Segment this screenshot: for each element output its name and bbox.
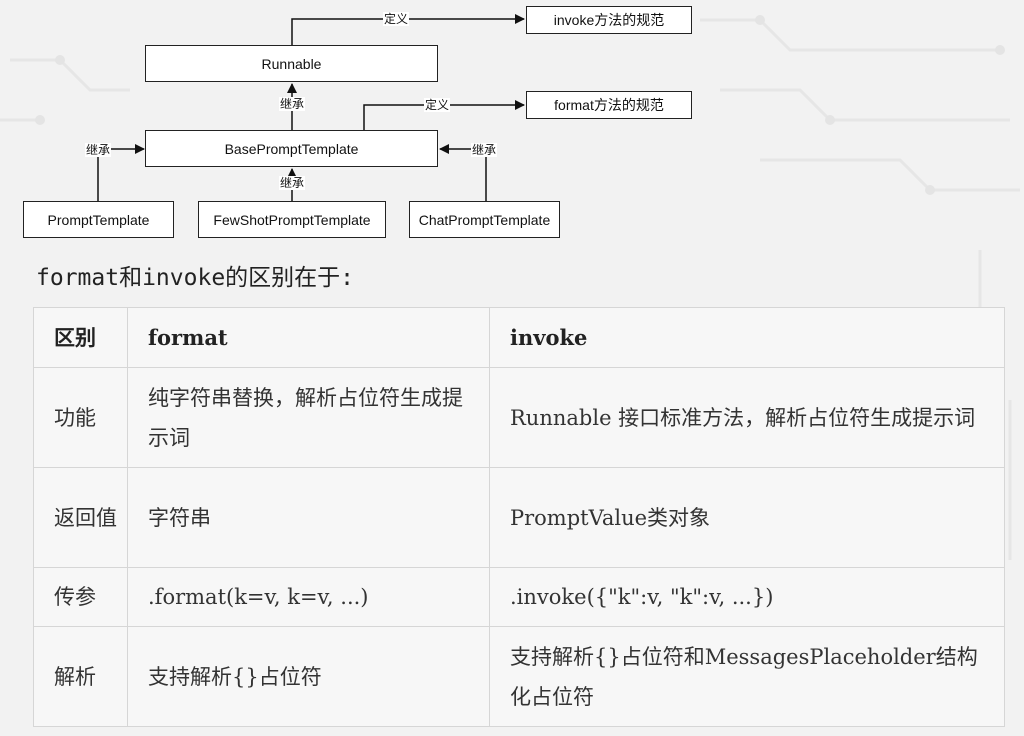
format-cell: 字符串 bbox=[127, 467, 490, 568]
edge-label-inherit-fewshot: 继承 bbox=[278, 176, 306, 190]
table-row: 功能 纯字符串替换，解析占位符生成提示词 Runnable 接口标准方法，解析占… bbox=[33, 367, 1005, 468]
node-prompt-template: PromptTemplate bbox=[23, 201, 174, 238]
row-name-cell: 解析 bbox=[33, 626, 128, 727]
table-row: 返回值 字符串 PromptValue类对象 bbox=[33, 467, 1005, 568]
edge-label-inherit-chat: 继承 bbox=[470, 143, 498, 157]
table-row: 解析 支持解析{}占位符 支持解析{}占位符和MessagesPlacehold… bbox=[33, 626, 1005, 727]
node-runnable: Runnable bbox=[145, 45, 438, 82]
header-cell-invoke: invoke bbox=[489, 307, 1005, 368]
comparison-table: 区别 format invoke 功能 纯字符串替换，解析占位符生成提示词 Ru… bbox=[33, 307, 1005, 727]
invoke-cell: Runnable 接口标准方法，解析占位符生成提示词 bbox=[489, 367, 1005, 468]
table-row: 传参 .format(k=v, k=v, ...) .invoke({"k":v… bbox=[33, 567, 1005, 627]
node-format-spec: format方法的规范 bbox=[526, 91, 692, 119]
format-cell: 支持解析{}占位符 bbox=[127, 626, 490, 727]
format-cell: .format(k=v, k=v, ...) bbox=[127, 567, 490, 627]
row-name-cell: 传参 bbox=[33, 567, 128, 627]
format-cell: 纯字符串替换，解析占位符生成提示词 bbox=[127, 367, 490, 468]
header-cell-format: format bbox=[127, 307, 490, 368]
invoke-cell: 支持解析{}占位符和MessagesPlaceholder结构化占位符 bbox=[489, 626, 1005, 727]
table-header-row: 区别 format invoke bbox=[33, 307, 1005, 368]
edge-label-inherit-runnable: 继承 bbox=[278, 97, 306, 111]
edge-label-inherit-prompt: 继承 bbox=[84, 143, 112, 157]
node-fewshot-prompt-template: FewShotPromptTemplate bbox=[198, 201, 386, 238]
row-name-cell: 功能 bbox=[33, 367, 128, 468]
edge-runnable-define bbox=[291, 14, 525, 45]
edge-label-define-invoke: 定义 bbox=[382, 12, 410, 26]
row-name-cell: 返回值 bbox=[33, 467, 128, 568]
invoke-cell: PromptValue类对象 bbox=[489, 467, 1005, 568]
edge-base-define bbox=[363, 100, 525, 130]
node-chat-prompt-template: ChatPromptTemplate bbox=[409, 201, 560, 238]
invoke-cell: .invoke({"k":v, "k":v, ...}) bbox=[489, 567, 1005, 627]
class-diagram: Runnable invoke方法的规范 format方法的规范 BasePro… bbox=[0, 0, 1024, 250]
edge-label-define-format: 定义 bbox=[423, 98, 451, 112]
node-base-prompt-template: BasePromptTemplate bbox=[145, 130, 438, 167]
section-heading: format和invoke的区别在于: bbox=[36, 265, 355, 291]
header-cell-difference: 区别 bbox=[33, 307, 128, 368]
node-invoke-spec: invoke方法的规范 bbox=[526, 6, 692, 34]
